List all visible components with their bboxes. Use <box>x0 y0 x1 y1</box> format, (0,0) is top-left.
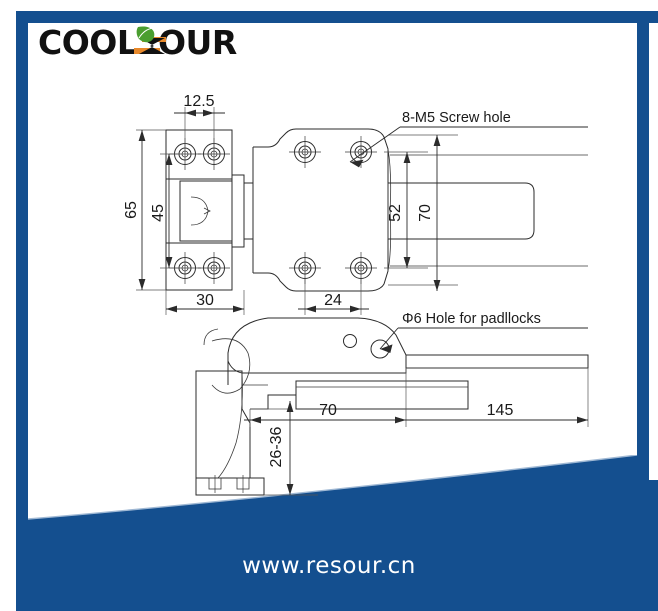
screw-hole-note-text: 8-M5 Screw hole <box>402 110 511 126</box>
brand-logo: COOL OUR <box>38 24 288 64</box>
dimension-24: 24 <box>324 292 342 309</box>
padlock-hole <box>343 334 357 348</box>
dimension-70-horizontal: 70 <box>319 402 337 419</box>
logo-leaf-icon <box>136 26 155 43</box>
technical-drawing: 12.5 65 45 <box>28 23 637 523</box>
dimension-30: 30 <box>196 292 214 309</box>
screw-hole <box>345 252 377 284</box>
screw-hole <box>289 136 321 168</box>
screw-hole <box>289 252 321 284</box>
foot-screw <box>208 475 222 493</box>
white-area-curve <box>28 455 638 545</box>
top-view-dimensions: 12.5 65 45 <box>123 93 588 315</box>
frame-top-bar <box>16 11 658 23</box>
foot-screw <box>236 475 250 493</box>
dimension-65: 65 <box>123 201 140 219</box>
footer-website-url[interactable]: www.resour.cn <box>242 553 416 579</box>
logo-text-coolsour: COOL OUR <box>38 24 237 62</box>
dimension-45: 45 <box>150 204 167 222</box>
side-view-geometry <box>195 317 589 496</box>
dimension-70-vertical: 70 <box>417 204 434 222</box>
frame-right-bar <box>637 11 649 481</box>
white-content-area <box>28 23 637 533</box>
side-view-dimensions: Φ6 Hole for padllocks 26-36 70 <box>244 311 589 496</box>
screw-hole-group-bracket <box>169 138 230 284</box>
frame-left-bar <box>16 11 28 572</box>
screw-hole <box>198 252 230 284</box>
top-view-geometry <box>165 128 588 292</box>
logo-word-left: COOL <box>38 24 138 62</box>
dimension-26-36: 26-36 <box>268 426 285 467</box>
logo-word-right: OUR <box>158 24 237 62</box>
padlock-hole-callout: Φ6 Hole for padllocks <box>379 311 588 353</box>
dimension-145: 145 <box>487 402 514 419</box>
screw-hole-callout: 8-M5 Screw hole <box>349 110 588 168</box>
screw-hole-group-plate <box>289 136 377 284</box>
dimension-52: 52 <box>387 204 404 222</box>
padlock-hole-note-text: Φ6 Hole for padllocks <box>402 311 541 327</box>
dimension-12-5: 12.5 <box>183 93 214 110</box>
